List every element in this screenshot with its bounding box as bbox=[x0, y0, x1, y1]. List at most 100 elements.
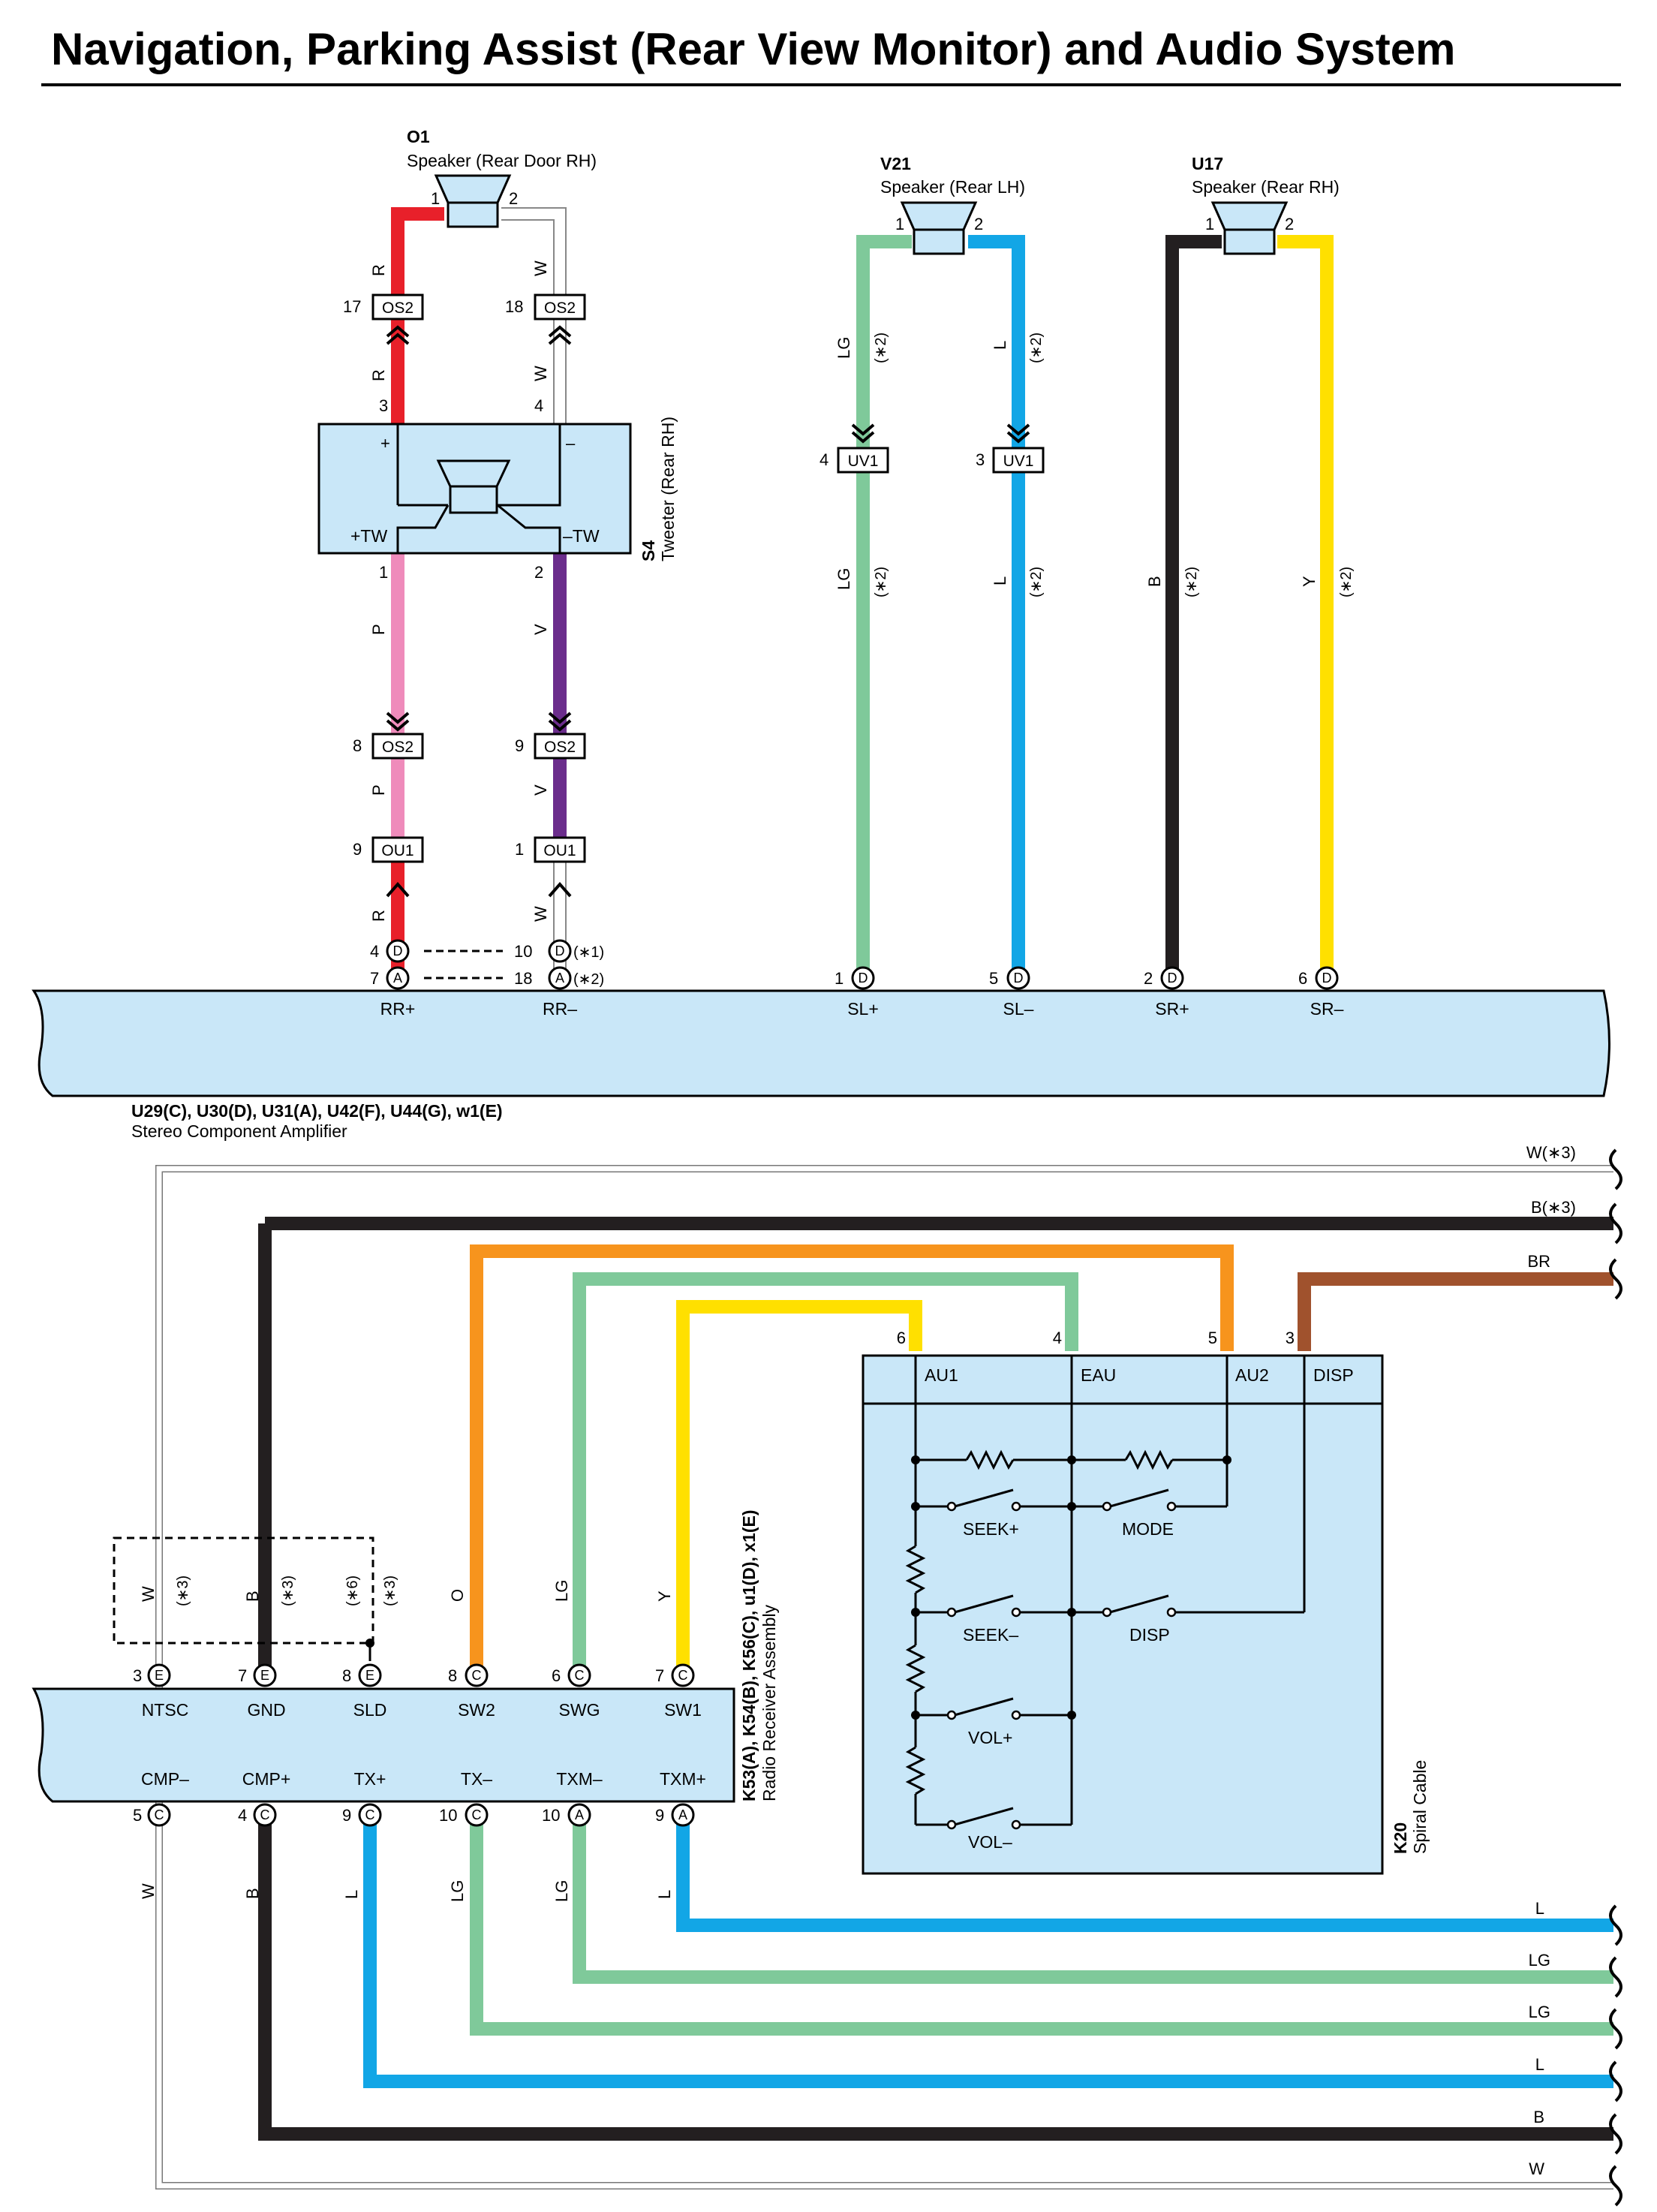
amp-pin-rr-plus-a: A 7 bbox=[370, 966, 410, 990]
k20-header-label: AU2 bbox=[1235, 1365, 1269, 1385]
harness-label-w: W bbox=[1529, 2159, 1544, 2178]
radio-bottom-terminal-label: TX– bbox=[461, 1769, 492, 1789]
radio-pin-sw1: C 7 bbox=[655, 1663, 695, 1687]
wire-note-lg1: (∗2) bbox=[873, 333, 889, 363]
radio-pin-sld: E 8 bbox=[342, 1663, 382, 1687]
svg-text:8: 8 bbox=[342, 1666, 351, 1685]
radio-top-terminal-label: SWG bbox=[559, 1700, 600, 1720]
amp-terminal-label: RR– bbox=[543, 999, 577, 1019]
wire-label-w1: W bbox=[531, 260, 550, 276]
svg-text:C: C bbox=[260, 1807, 270, 1822]
svg-text:7: 7 bbox=[370, 969, 379, 988]
wire-w-rr-minus-upper bbox=[501, 209, 565, 424]
s4-pin2: 2 bbox=[534, 563, 543, 582]
amp-pin-rr-minus-d: D 10 (∗1) bbox=[514, 939, 604, 963]
radio-bottom-terminals: CMP–CMP+TX+TX–TXM–TXM+ bbox=[141, 1769, 706, 1789]
svg-text:6: 6 bbox=[552, 1666, 561, 1685]
amp-pin-rr-minus-a: A 18 (∗2) bbox=[514, 966, 604, 990]
wire-o-sw2 bbox=[470, 1244, 1234, 1672]
radio-pin-cmp-minus: C 5 bbox=[133, 1803, 171, 1827]
amp-name: Stereo Component Amplifier bbox=[131, 1121, 347, 1141]
svg-text:C: C bbox=[575, 1668, 585, 1683]
svg-text:C: C bbox=[472, 1668, 482, 1683]
harness-label-l2: L bbox=[1535, 2055, 1544, 2074]
harness-label-b: B bbox=[1533, 2108, 1544, 2126]
connector-ou1-9 bbox=[371, 836, 424, 863]
radio-pin-txm-plus: A 9 bbox=[655, 1803, 695, 1827]
wire-note-l2: (∗2) bbox=[1028, 567, 1045, 597]
svg-text:6: 6 bbox=[1298, 969, 1307, 988]
s4-code: S4 bbox=[639, 540, 658, 561]
harness-label-br: BR bbox=[1527, 1252, 1550, 1271]
s4-pin-tw-minus: –TW bbox=[563, 526, 600, 546]
radio-top-terminal-label: SW2 bbox=[458, 1700, 495, 1720]
connector-uv1-4-pin: 4 bbox=[819, 450, 828, 469]
amp-terminal-label: SR– bbox=[1310, 999, 1344, 1019]
amp-terminal-label: SL– bbox=[1003, 999, 1034, 1019]
wire-label-l-tx-plus: L bbox=[342, 1890, 361, 1899]
svg-text:C: C bbox=[472, 1807, 482, 1822]
amp-pin-sl-minus: D 5 bbox=[989, 966, 1030, 990]
wire-label-b-cmp-plus: B bbox=[243, 1888, 262, 1899]
amp-terminal-label: RR+ bbox=[380, 999, 416, 1019]
speaker-o1-icon bbox=[434, 174, 512, 228]
svg-text:C: C bbox=[678, 1668, 688, 1683]
tweeter-icon bbox=[436, 459, 511, 514]
radio-top-terminal-label: NTSC bbox=[142, 1700, 189, 1720]
svg-text:(∗2): (∗2) bbox=[573, 971, 604, 988]
amp-pin-sr-plus: D 2 bbox=[1144, 966, 1184, 990]
s4-pin3: 3 bbox=[379, 396, 388, 415]
shield-dashed-box bbox=[113, 1536, 374, 1645]
u17-code: U17 bbox=[1192, 154, 1223, 173]
svg-text:8: 8 bbox=[448, 1666, 457, 1685]
radio-top-terminal-label: SW1 bbox=[664, 1700, 702, 1720]
svg-text:10: 10 bbox=[542, 1806, 560, 1825]
wire-note-b-gnd: (∗3) bbox=[280, 1575, 296, 1606]
u17-name: Speaker (Rear RH) bbox=[1192, 177, 1340, 197]
wire-note-y1: (∗2) bbox=[1338, 567, 1355, 597]
ou1-9-arrow bbox=[386, 881, 410, 898]
wire-lg-txm-minus bbox=[573, 1815, 1613, 1984]
o1-pin2: 2 bbox=[509, 189, 518, 208]
connector-os2-18-pin: 18 bbox=[505, 297, 523, 316]
wire-label-l-txm-plus: L bbox=[655, 1890, 674, 1899]
svg-text:E: E bbox=[260, 1668, 269, 1683]
amp-terminals: RR+RR–SL+SL–SR+SR– bbox=[380, 999, 1344, 1019]
svg-text:D: D bbox=[1322, 971, 1332, 986]
wire-label-w-ntsc: W bbox=[139, 1586, 158, 1602]
wire-label-r2: R bbox=[369, 369, 388, 381]
svg-text:A: A bbox=[678, 1807, 687, 1822]
radio-bottom-terminal-label: TX+ bbox=[354, 1769, 386, 1789]
v21-pin1: 1 bbox=[895, 215, 904, 233]
amp-codes: U29(C), U30(D), U31(A), U42(F), U44(G), … bbox=[131, 1101, 503, 1121]
u17-pin2: 2 bbox=[1285, 215, 1294, 233]
radio-pin-cmp-plus: C 4 bbox=[238, 1803, 277, 1827]
k20-header-label: EAU bbox=[1081, 1365, 1116, 1385]
wire-y-sr-minus bbox=[1277, 235, 1334, 970]
amplifier-box bbox=[32, 989, 1610, 1097]
switch-mode-label: MODE bbox=[1122, 1519, 1174, 1539]
wire-label-w2: W bbox=[531, 366, 550, 381]
radio-pin-txm-minus: A 10 bbox=[542, 1803, 591, 1827]
ou1-1-arrow bbox=[548, 881, 572, 898]
wire-y-sw1 bbox=[676, 1300, 922, 1672]
harness-label-w3: W(∗3) bbox=[1526, 1143, 1576, 1162]
connector-os2-18 bbox=[534, 293, 586, 321]
radio-bottom-terminal-label: TXM– bbox=[556, 1769, 603, 1789]
connector-chevrons bbox=[386, 325, 1030, 732]
spiral-cable-junction-dots bbox=[911, 1455, 1231, 1720]
wire-label-v1: V bbox=[531, 624, 550, 635]
connector-ou1-1 bbox=[534, 836, 586, 863]
switch-vol-plus-label: VOL+ bbox=[968, 1728, 1012, 1747]
v21-pin2: 2 bbox=[974, 215, 983, 233]
radio-pin-swg: C 6 bbox=[552, 1663, 591, 1687]
wire-label-p2: P bbox=[369, 784, 388, 796]
switch-contacts bbox=[946, 1501, 1177, 1830]
speaker-v21-icon bbox=[900, 201, 978, 255]
wire-l-sl-minus bbox=[968, 235, 1025, 970]
svg-text:4: 4 bbox=[238, 1806, 247, 1825]
s4-name: Tweeter (Rear RH) bbox=[658, 417, 678, 561]
svg-text:5: 5 bbox=[133, 1806, 142, 1825]
